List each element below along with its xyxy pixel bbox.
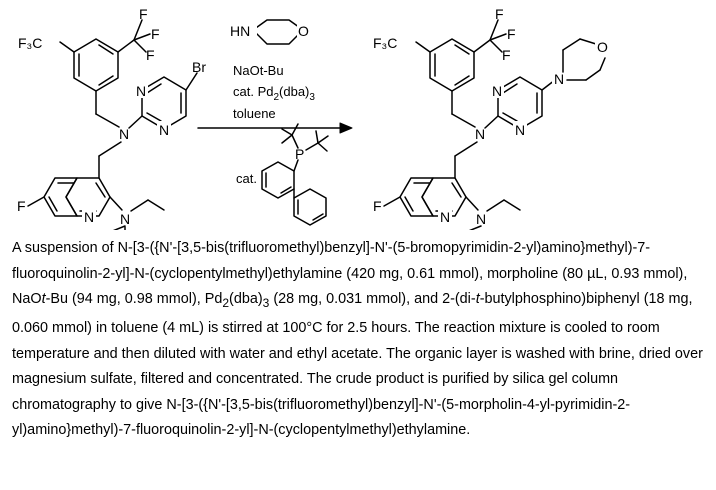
ligand-cat-label: cat. [236,171,257,186]
reactant-cf3-left: F₃C [18,35,42,51]
reaction-arrow-head [339,122,353,134]
reaction-scheme: F₃C F F F N N N Br [17,6,609,230]
reactant-pyrimidine-n2: N [159,122,169,138]
reactant-n-benzylic: N [119,126,129,142]
morpholine-o-label: O [298,23,309,39]
reactant-pyrimidine-n1: N [136,83,146,99]
reagent-base: NaOt-Bu [233,63,284,78]
product-structure: F₃C F F F N N N N O [373,6,609,230]
reactant-quinoline-n: N [84,209,94,225]
product-morpholine-n: N [554,71,564,87]
product-n-benzylic: N [475,126,485,142]
ligand-phenyl-upper [261,161,295,199]
morpholine-ring [252,19,304,45]
ligand-phenyl-lower [293,188,327,226]
reactant-benzene-ring [73,38,119,92]
product-pyrimidine-n1: N [492,83,502,99]
reactant-bromine: Br [192,59,206,75]
morpholine-hn-label: HN [230,23,250,39]
reactant-amine-n: N [120,211,130,227]
product-cf3-f-mid: F [507,26,516,42]
product-cf3-f-top: F [495,6,504,22]
reactant-fluorine: F [17,198,26,214]
product-cf3-f-bot: F [502,47,511,63]
reagent-catalyst: cat. Pd2(dba)3 [233,84,315,103]
ligand-phosphorus: P [295,146,304,162]
reactant-cyclopentane [112,225,126,230]
reactant-structure: F₃C F F F N N N Br [17,6,206,230]
procedure-text: A suspension of N-[3-({N'-[3,5-bis(trifl… [12,240,703,439]
product-cf3-left: F₃C [373,35,397,51]
reagent-solvent: toluene [233,106,276,121]
reactant-cf3-f-mid: F [151,26,160,42]
product-pyrimidine-n2: N [515,122,525,138]
product-quinoline-n: N [440,209,450,225]
reagent-block: HN O NaOt-Bu cat. Pd2(dba)3 toluene cat.… [197,19,353,226]
reactant-cf3-f-bot: F [146,47,155,63]
reactant-cf3-f-top: F [139,6,148,22]
product-quinoline-ring-left [399,177,434,217]
product-benzene-ring [429,38,475,92]
product-fluorine: F [373,198,382,214]
reactant-quinoline-ring-left [43,177,78,217]
product-morpholine-o: O [597,39,608,55]
product-amine-n: N [476,211,486,227]
